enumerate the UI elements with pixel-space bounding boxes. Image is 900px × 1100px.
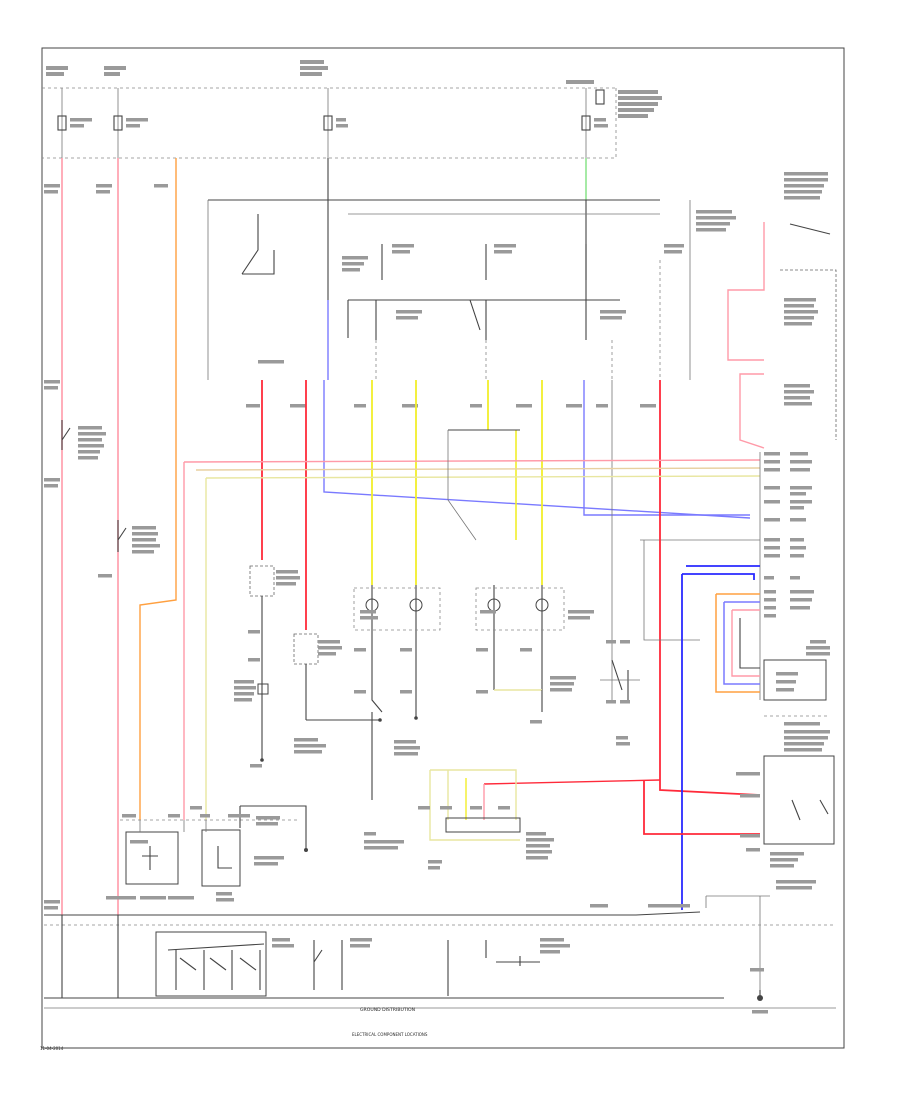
main-feed-wires	[61, 158, 691, 915]
left-switch-components	[44, 184, 168, 578]
fuse-feed-section	[42, 60, 662, 159]
headlight-bulbs	[234, 565, 640, 800]
headlight-relays	[241, 210, 736, 380]
ground-bus	[44, 900, 836, 1014]
diagram-footer-id: 11-04-2014	[40, 1046, 64, 1051]
lower-center-component	[364, 769, 661, 870]
connector-row	[246, 360, 656, 408]
bottom-left-modules	[106, 805, 308, 902]
diagram-frame	[41, 47, 845, 1049]
ground-distribution-label: GROUND DISTRIBUTION	[360, 1007, 415, 1013]
component-locations-label: ELECTRICAL COMPONENT LOCATIONS	[352, 1032, 428, 1037]
right-side-module	[643, 172, 837, 990]
headlight-wires	[183, 300, 761, 820]
